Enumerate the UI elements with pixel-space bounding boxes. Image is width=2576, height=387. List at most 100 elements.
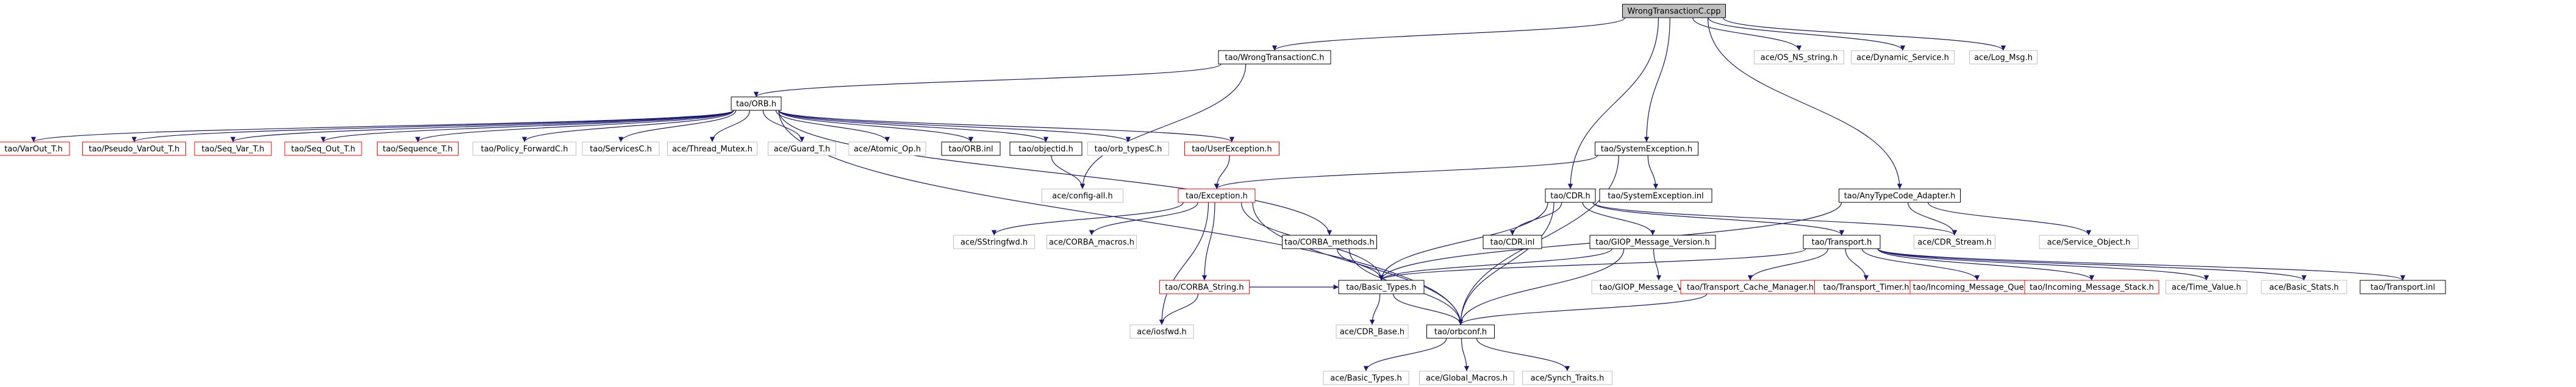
- graph-node-seqout: tao/Seq_Out_T.h: [284, 141, 362, 156]
- graph-node-corbamac: ace/CORBA_macros.h: [1046, 235, 1137, 249]
- node-box: [1545, 188, 1596, 203]
- graph-node-giopver[interactable]: tao/GIOP_Message_Version.h: [1589, 235, 1716, 249]
- node-label: tao/WrongTransactionC.h: [1225, 54, 1325, 63]
- node-box: [1622, 4, 1726, 18]
- edge-orb_h-to-orbtypes: [778, 110, 1131, 143]
- graph-node-orbinl[interactable]: tao/ORB.inl: [941, 141, 1001, 156]
- graph-node-svcobj: ace/Service_Object.h: [2039, 235, 2139, 249]
- graph-node-orb_h[interactable]: tao/ORB.h: [731, 96, 782, 111]
- edge-anytc-to-cdrstream: [1907, 202, 1958, 236]
- node-box: [1087, 141, 1169, 156]
- graph-node-corbastr: tao/CORBA_String.h: [1159, 280, 1250, 294]
- graph-node-sysexcinl[interactable]: tao/SystemException.inl: [1599, 188, 1712, 203]
- edge-cdr_h-to-cdrstream: [1592, 202, 1958, 236]
- graph-node-cdrinl[interactable]: tao/CDR.inl: [1483, 235, 1542, 249]
- graph-node-configall: ace/config-all.h: [1042, 188, 1123, 203]
- edge-root-to-dyn_srv: [1708, 17, 1906, 51]
- edge-exception-to-corbamac: [1089, 202, 1198, 236]
- edge-orbconf-to-acebasic: [1363, 338, 1447, 372]
- edge-anytc-to-svcobj: [1927, 202, 2092, 236]
- edge-exception-to-corbastr: [1201, 202, 1215, 281]
- node-box: [1419, 371, 1514, 385]
- node-label: tao/Transport.h: [1812, 238, 1872, 247]
- edge-root-to-anytc: [1707, 17, 1903, 190]
- graph-node-orbtypes: tao/orb_typesC.h: [1087, 141, 1169, 156]
- edge-basictypes-to-cdrbase: [1369, 293, 1381, 325]
- node-label: ace/Service_Object.h: [2047, 238, 2131, 247]
- node-box: [284, 141, 362, 156]
- graph-node-sysexc[interactable]: tao/SystemException.h: [1595, 141, 1698, 156]
- node-label: ace/Basic_Stats.h: [2269, 283, 2339, 293]
- edge-giopver-to-giopverinl: [1653, 248, 1662, 281]
- node-box: [582, 141, 660, 156]
- graph-node-transinl[interactable]: tao/Transport.inl: [2360, 280, 2446, 294]
- graph-node-wt_h[interactable]: tao/WrongTransactionC.h: [1218, 50, 1331, 65]
- node-label: tao/CDR.inl: [1490, 238, 1535, 247]
- node-label: tao/Transport_Cache_Manager.h: [1687, 283, 1814, 293]
- graph-node-varout: tao/VarOut_T.h: [0, 141, 70, 156]
- node-label: tao/Incoming_Message_Queue.h: [1913, 283, 2041, 293]
- node-label: tao/AnyTypeCode_Adapter.h: [1844, 192, 1956, 201]
- node-box: [1282, 235, 1377, 249]
- node-label: ace/iosfwd.h: [1137, 328, 1186, 337]
- node-label: tao/CORBA_String.h: [1165, 283, 1243, 293]
- edge-giopver-to-orbconf: [1458, 248, 1625, 325]
- node-box: [1046, 235, 1137, 249]
- node-label: ace/Atomic_Op.h: [854, 145, 921, 154]
- edge-orb_h-to-orbinl: [778, 110, 974, 143]
- edge-orb_h-to-varout: [31, 110, 734, 143]
- edge-root-to-log_msg: [1722, 17, 2006, 51]
- edge-objectid-to-configall: [1051, 155, 1086, 190]
- node-box: [1522, 371, 1612, 385]
- graph-node-acebasic: ace/Basic_Types.h: [1323, 371, 1409, 385]
- edge-transport-to-incstack: [1877, 248, 2095, 281]
- node-label: tao/CDR.h: [1550, 192, 1590, 201]
- graph-node-transport[interactable]: tao/Transport.h: [1803, 235, 1881, 249]
- node-box: [194, 141, 272, 156]
- edge-transport-to-incqueue: [1861, 248, 1980, 281]
- node-box: [941, 141, 1001, 156]
- node-label: tao/UserException.h: [1192, 145, 1272, 154]
- node-label: tao/Sequence_T.h: [383, 145, 453, 154]
- node-layer: WrongTransactionC.cpptao/WrongTransactio…: [0, 4, 2446, 385]
- edge-orb_h-to-seqout: [321, 110, 734, 143]
- graph-node-anytc[interactable]: tao/AnyTypeCode_Adapter.h: [1839, 188, 1961, 203]
- edge-layer: [31, 17, 2405, 372]
- edge-orb_h-to-policyfwd: [521, 110, 734, 143]
- graph-node-sstring: ace/SStringfwd.h: [953, 235, 1035, 249]
- graph-node-basictypes[interactable]: tao/Basic_Types.h: [1338, 280, 1425, 294]
- edge-basictypes-to-orbconf: [1392, 293, 1464, 325]
- node-box: [2261, 280, 2347, 294]
- edge-orb_h-to-objectid: [778, 110, 1049, 143]
- node-label: ace/Time_Value.h: [2172, 283, 2241, 293]
- graph-node-pseudo: tao/Pseudo_VarOut_T.h: [82, 141, 186, 156]
- edge-sysexc-to-sysexcinl: [1647, 155, 1659, 190]
- node-label: tao/Transport_Timer.h: [1823, 283, 1909, 293]
- edge-giopver-to-basictypes: [1378, 248, 1612, 281]
- edge-exception-to-sstring: [991, 202, 1184, 236]
- graph-node-cdr_h[interactable]: tao/CDR.h: [1545, 188, 1596, 203]
- node-label: tao/VarOut_T.h: [4, 145, 62, 154]
- node-label: ace/Global_Macros.h: [1426, 374, 1508, 383]
- node-box: [1595, 141, 1698, 156]
- node-label: tao/ORB.h: [736, 100, 776, 109]
- node-box: [1599, 188, 1712, 203]
- node-box: [1969, 50, 2038, 65]
- edge-orbconf-to-globalmac: [1461, 338, 1470, 372]
- edge-cdr_h-to-giopver: [1582, 202, 1656, 236]
- graph-node-thrmutex: ace/Thread_Mutex.h: [667, 141, 757, 156]
- graph-node-objectid[interactable]: tao/objectid.h: [1009, 141, 1082, 156]
- node-label: ace/Basic_Types.h: [1330, 374, 1401, 383]
- graph-node-corbameth[interactable]: tao/CORBA_methods.h: [1282, 235, 1377, 249]
- edge-cdr_h-to-basictypes: [1378, 202, 1548, 281]
- node-box: [1851, 50, 1955, 65]
- graph-node-servicesc: tao/ServicesC.h: [582, 141, 660, 156]
- edge-corbastr-to-iosfwd: [1159, 293, 1199, 325]
- graph-node-orbconf[interactable]: tao/orbconf.h: [1426, 324, 1495, 339]
- node-label: ace/CDR_Base.h: [1340, 328, 1404, 337]
- edge-userexc-to-exception: [1214, 155, 1230, 190]
- node-label: tao/Basic_Types.h: [1346, 283, 1416, 293]
- graph-node-cdrbase: ace/CDR_Base.h: [1336, 324, 1409, 339]
- node-box: [377, 141, 459, 156]
